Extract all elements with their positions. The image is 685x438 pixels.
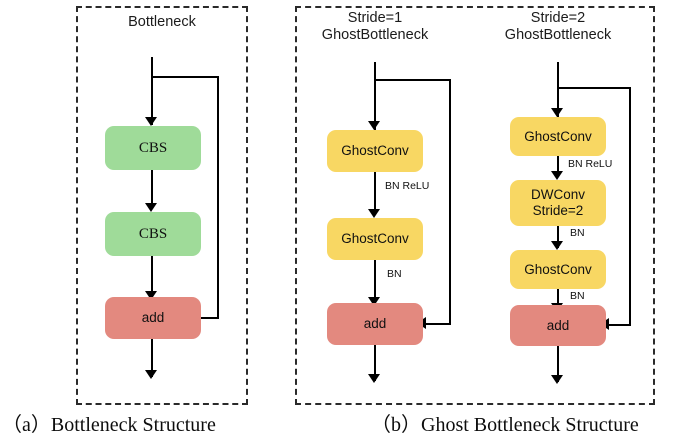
panel-a-frame: [76, 6, 248, 405]
node-cbs-1-label: CBS: [138, 140, 168, 156]
stride2-edge-2: [557, 226, 559, 248]
panel-a-output-stem: [151, 339, 153, 377]
stride2-skip-top: [557, 87, 631, 89]
panel-a-skip-top: [151, 76, 219, 78]
node-stride1-ghostconv-1[interactable]: GhostConv: [327, 130, 423, 172]
stride2-edge-3-label: BN: [570, 290, 585, 302]
panel-a-caption: （a）Bottleneck Structure: [2, 414, 216, 436]
panel-a-edge-cbs2-add-arrowhead: [145, 291, 157, 300]
node-stride1-add-label: add: [363, 316, 387, 331]
node-stride2-ghostconv-2-label: GhostConv: [524, 261, 592, 277]
stride2-input-stem: [557, 62, 559, 117]
node-stride2-ghostconv-1[interactable]: GhostConv: [510, 117, 606, 156]
stride2-skip-bottom: [608, 324, 631, 326]
node-add-a-label: add: [141, 310, 165, 325]
stride1-output-arrowhead: [368, 374, 380, 383]
node-stride2-dwconv[interactable]: DWConv Stride=2: [510, 180, 606, 226]
stride1-skip-bottom: [425, 323, 451, 325]
node-add-a[interactable]: add: [105, 297, 201, 339]
node-cbs-1[interactable]: CBS: [105, 126, 201, 170]
panel-a-input-arrowhead: [145, 117, 157, 126]
panel-a-edge-cbs1-cbs2: [151, 170, 153, 208]
stride1-output-stem: [374, 345, 376, 381]
node-stride1-ghostconv-1-label: GhostConv: [341, 143, 409, 158]
node-stride2-ghostconv-2[interactable]: GhostConv: [510, 250, 606, 289]
node-stride1-ghostconv-2[interactable]: GhostConv: [327, 218, 423, 260]
stride2-input-arrowhead: [551, 108, 563, 117]
stride2-output-arrowhead: [551, 375, 563, 384]
stride2-edge-1-arrowhead: [551, 171, 563, 180]
panel-a-output-arrowhead: [145, 370, 157, 379]
panel-a-skip-bottom: [200, 317, 219, 319]
node-stride2-ghostconv-1-label: GhostConv: [524, 128, 592, 144]
panel-a-skip-right: [217, 76, 219, 318]
stride1-input-stem: [374, 62, 376, 130]
panel-a-title: Bottleneck: [128, 14, 196, 30]
node-stride2-add-label: add: [546, 317, 570, 333]
stride1-skip-top: [374, 79, 451, 81]
panel-b-stride2-title: Stride=2 GhostBottleneck: [504, 10, 612, 43]
stride1-edge-2-arrowhead: [368, 297, 380, 306]
stride1-edge-2: [374, 260, 376, 302]
panel-a-input-stem: [151, 57, 153, 125]
stride1-input-arrowhead: [368, 121, 380, 130]
node-stride1-ghostconv-2-label: GhostConv: [341, 231, 409, 246]
panel-a-edge-cbs2-add: [151, 256, 153, 296]
node-cbs-2-label: CBS: [138, 226, 168, 242]
stride1-edge-1-label: BN ReLU: [385, 180, 430, 192]
stride1-edge-1-arrowhead: [368, 209, 380, 218]
stride2-edge-1: [557, 156, 559, 176]
panel-b-frame: [295, 6, 655, 405]
stride1-skip-right: [449, 79, 451, 324]
stride2-edge-3: [557, 289, 559, 309]
node-stride2-dwconv-label: DWConv Stride=2: [530, 187, 585, 218]
panel-b-stride1-title: Stride=1 GhostBottleneck: [321, 10, 429, 43]
panel-b-caption: （b）Ghost Bottleneck Structure: [371, 414, 639, 436]
stride2-edge-2-label: BN: [570, 227, 585, 239]
stride2-skip-right: [629, 87, 631, 325]
panel-a-edge-cbs1-cbs2-arrowhead: [145, 203, 157, 212]
stride2-edge-1-label: BN ReLU: [568, 158, 613, 170]
node-stride2-add[interactable]: add: [510, 305, 606, 346]
stride2-edge-2-arrowhead: [551, 241, 563, 250]
stride1-edge-1: [374, 172, 376, 214]
stride1-edge-2-label: BN: [387, 268, 402, 280]
node-stride1-add[interactable]: add: [327, 303, 423, 345]
node-cbs-2[interactable]: CBS: [105, 212, 201, 256]
stride2-output-stem: [557, 346, 559, 382]
